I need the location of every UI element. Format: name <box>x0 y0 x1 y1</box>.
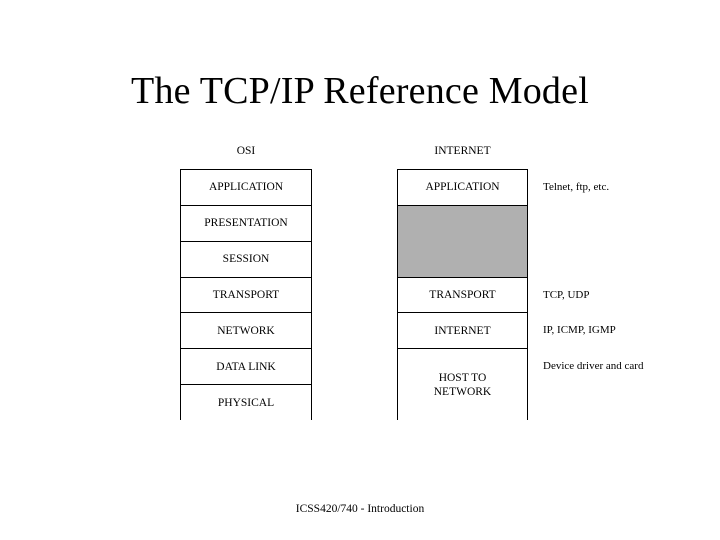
layer-label: INTERNET <box>434 324 491 337</box>
page-title: The TCP/IP Reference Model <box>131 70 589 112</box>
annotation-3: Device driver and card <box>543 360 644 373</box>
layer-label: PHYSICAL <box>217 397 275 410</box>
slide-footer: ICSS420/740 - Introduction <box>295 503 425 515</box>
layer-box-internet-2: TRANSPORT <box>398 277 527 314</box>
layer-box-osi-4: NETWORK <box>181 313 311 350</box>
layer-label: APPLICATION <box>208 181 284 194</box>
column-header-osi: OSI <box>236 145 256 157</box>
internet-layer-stack: APPLICATION TRANSPORT INTERNET HOST TO NETW… <box>397 169 528 421</box>
layer-box-internet-3: INTERNET <box>398 313 527 350</box>
layer-box-osi-5: DATA LINK <box>181 349 311 386</box>
layer-label: APPLICATION <box>425 181 500 194</box>
layer-box-osi-0: APPLICATION <box>181 170 311 206</box>
annotation-2: IP, ICMP, IGMP <box>543 324 616 337</box>
layer-box-internet-4: HOST TO NETWORK <box>398 349 527 421</box>
layer-label: PRESENTATION <box>204 217 288 230</box>
layer-box-osi-6: PHYSICAL <box>181 385 311 421</box>
layer-box-osi-1: PRESENTATION <box>181 205 311 242</box>
column-header-internet: INTERNET <box>434 145 491 157</box>
layer-label: DATA LINK <box>216 360 276 373</box>
layer-label: TRANSPORT <box>212 288 280 301</box>
annotation-0: Telnet, ftp, etc. <box>543 180 610 193</box>
layer-label: NETWORK <box>217 324 275 337</box>
layer-box-internet-1 <box>398 205 527 278</box>
osi-layer-stack: APPLICATION PRESENTATION SESSION TRANSPORT N… <box>180 169 312 421</box>
layer-box-internet-0: APPLICATION <box>398 170 527 206</box>
layer-label: TRANSPORT <box>429 288 496 301</box>
layer-label: HOST TO NETWORK <box>433 372 492 399</box>
annotation-1: TCP, UDP <box>543 288 590 301</box>
layer-box-osi-3: TRANSPORT <box>181 277 311 314</box>
layer-box-osi-2: SESSION <box>181 241 311 278</box>
layer-label: SESSION <box>222 253 270 266</box>
